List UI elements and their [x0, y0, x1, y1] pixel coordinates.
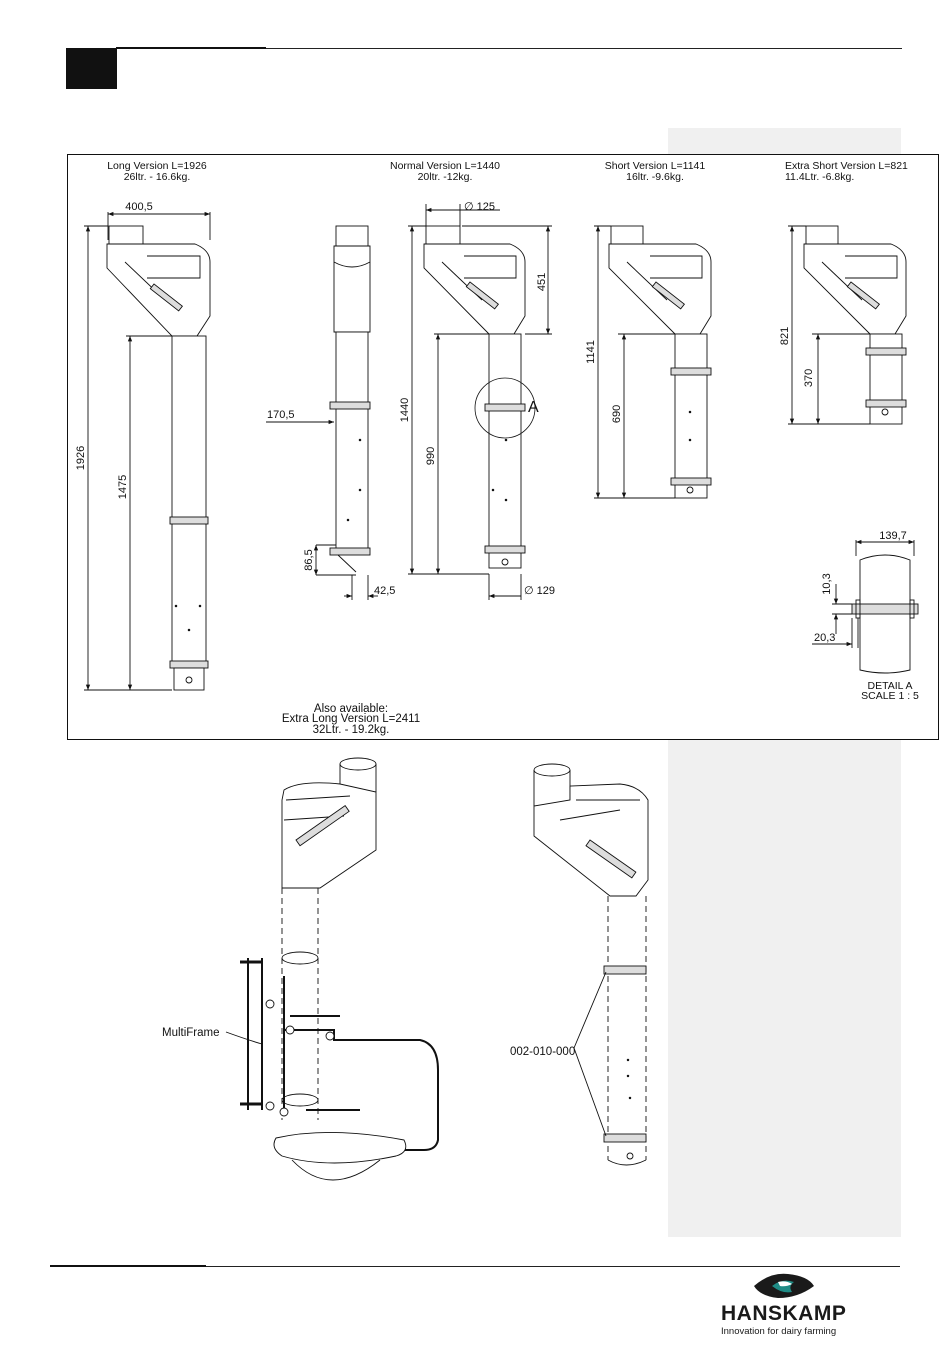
- also-available-spec: 32Ltr. - 19.2kg.: [313, 724, 390, 736]
- dim-side-foot: 42,5: [374, 585, 395, 597]
- dim-detail-offset: 20,3: [814, 632, 835, 644]
- dim-long-tube: 1475: [117, 475, 129, 499]
- dim-normal-tube: 990: [425, 447, 437, 465]
- dim-extra-short-total: 821: [779, 327, 791, 345]
- dim-normal-total: 1440: [399, 398, 411, 422]
- long-version-drawing: [84, 211, 211, 691]
- dim-detail-height: 10,3: [821, 573, 833, 594]
- detail-caption-scale: SCALE 1 : 5: [861, 690, 919, 702]
- detail-a-drawing: [812, 539, 919, 674]
- dim-extra-short-tube: 370: [803, 369, 815, 387]
- dim-long-width: 400,5: [125, 201, 153, 213]
- dim-normal-diameter-top: ∅ 125: [464, 201, 495, 213]
- also-available-heading: Also available:: [314, 703, 388, 715]
- dim-short-total: 1141: [585, 340, 597, 364]
- header-rule-accent: [116, 47, 266, 49]
- normal-version-spec: 20ltr. -12kg.: [418, 171, 473, 183]
- header-rule: [66, 48, 902, 49]
- brand-tagline: Innovation for dairy farming: [721, 1326, 837, 1337]
- technical-drawing-frame: [67, 154, 939, 740]
- dim-side-offset: 170,5: [267, 409, 295, 421]
- short-version-drawing: [594, 225, 712, 499]
- iso-view-multiframe: [225, 757, 439, 1181]
- brand-name: HANSKAMP: [721, 1302, 847, 1325]
- dim-detail-width: 139,7: [879, 530, 907, 542]
- iso-view-tube: [533, 763, 649, 1166]
- short-version-title: Short Version L=1141: [605, 160, 706, 172]
- dim-short-tube: 690: [611, 405, 623, 423]
- side-view-drawing: [266, 225, 378, 600]
- footer-rule-accent: [50, 1265, 206, 1267]
- callout-part-number: 002-010-000: [510, 1046, 575, 1058]
- detail-caption-title: DETAIL A: [868, 680, 913, 692]
- long-version-spec: 26ltr. - 16.6kg.: [124, 171, 191, 183]
- sidebar-panel: [668, 740, 901, 1237]
- extra-short-version-spec: 11.4Ltr. -6.8kg.: [785, 171, 854, 183]
- extra-short-version-drawing: [788, 225, 907, 425]
- dim-long-total: 1926: [75, 446, 87, 470]
- callout-multiframe: MultiFrame: [162, 1027, 220, 1039]
- short-version-spec: 16ltr. -9.6kg.: [626, 171, 684, 183]
- chapter-marker: [66, 48, 117, 89]
- sidebar-panel-top: [668, 128, 901, 154]
- hanskamp-logo-icon: [754, 1273, 814, 1298]
- also-available-version: Extra Long Version L=2411: [282, 713, 420, 725]
- normal-version-drawing: [408, 204, 552, 600]
- dim-normal-head: 451: [536, 273, 548, 291]
- normal-version-title: Normal Version L=1440: [390, 160, 500, 172]
- dim-side-bottom: 86,5: [303, 549, 315, 570]
- long-version-title: Long Version L=1926: [107, 160, 207, 172]
- dim-normal-diameter-bottom: ∅ 129: [524, 585, 555, 597]
- extra-short-version-title: Extra Short Version L=821: [785, 160, 908, 172]
- footer-rule: [50, 1266, 900, 1267]
- detail-marker: A: [528, 399, 539, 416]
